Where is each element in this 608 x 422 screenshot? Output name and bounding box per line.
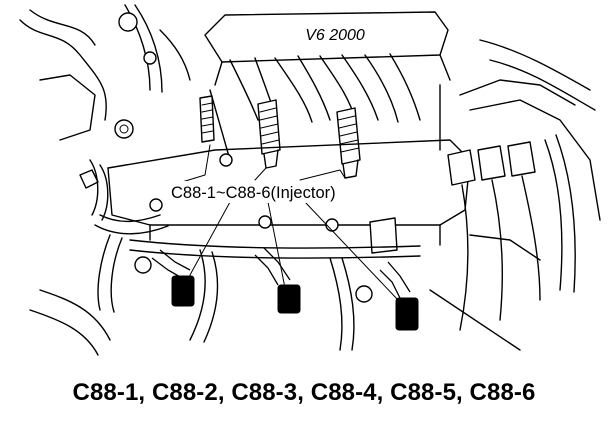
- cylinder-head: [107, 139, 471, 254]
- injector-1: [199, 95, 215, 143]
- intake-runners: [209, 53, 441, 161]
- connector-2: [254, 247, 301, 314]
- callout-leaders: [181, 144, 399, 301]
- engine-bay-illustration: V6 2000: [19, 4, 601, 356]
- fuel-rail: [129, 239, 421, 351]
- connector-3: [355, 261, 419, 331]
- injector-3: [336, 107, 361, 179]
- injector-callout-label: C88-1~C88-6(Injector): [171, 184, 336, 202]
- left-hoses: [19, 4, 191, 356]
- callout-backing: [168, 181, 382, 203]
- right-wiring: [429, 39, 601, 351]
- intake-plenum: V6 2000: [204, 11, 451, 86]
- connector-1: [134, 249, 195, 307]
- injector-2: [257, 99, 281, 169]
- engine-cover-badge: V6 2000: [305, 27, 365, 44]
- connector-caption: C88-1, C88-2, C88-3, C88-4, C88-5, C88-6: [72, 379, 536, 406]
